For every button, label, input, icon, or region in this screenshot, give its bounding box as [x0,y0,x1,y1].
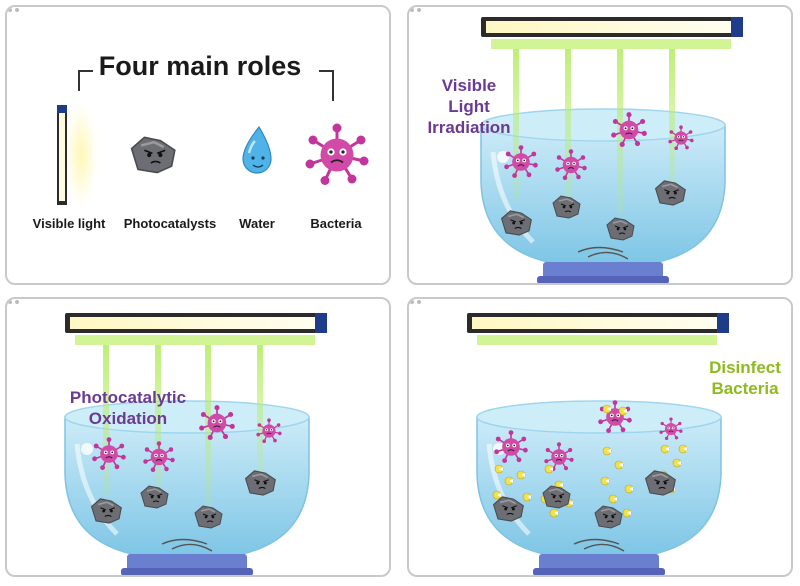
caption-photocatalytic-oxidation: Photocatalytic Oxidation [61,387,195,429]
caption-line: Bacteria [697,378,793,399]
role-label-photocatalysts: Photocatalysts [115,216,225,231]
caption-line: Irradiation [409,117,529,138]
lamp-icon [481,17,743,49]
panel-disinfect-bacteria: Disinfect Bacteria [407,297,793,577]
panel1-graphics [7,7,391,285]
caption-line: Photocatalytic [61,387,195,408]
panel4-graphics [409,299,793,577]
caption-line: Light [409,96,529,117]
lamp-icon [467,313,729,345]
role-label-visible-light: Visible light [23,216,115,231]
bowl-icon [477,401,721,576]
caption-visible-light-irradiation: Visible Light Irradiation [409,75,529,138]
panel-four-main-roles: Four main roles Visible light Photocatal… [5,5,391,285]
caption-line: Oxidation [61,408,195,429]
panel-visible-light-irradiation: Visible Light Irradiation [407,5,793,285]
panel3-graphics [7,299,391,577]
caption-disinfect-bacteria: Disinfect Bacteria [697,357,793,399]
page-title: Four main roles [7,51,391,82]
caption-line: Disinfect [697,357,793,378]
panel-photocatalytic-oxidation: Photocatalytic Oxidation [5,297,391,577]
role-label-water: Water [225,216,289,231]
role-label-bacteria: Bacteria [291,216,381,231]
light-tube-icon [57,103,97,207]
water-drop-icon [243,127,271,173]
lamp-icon [65,313,327,345]
caption-line: Visible [409,75,529,96]
panel2-graphics [409,7,793,285]
rock-icon [132,137,175,172]
bacteria-icon [306,124,369,186]
